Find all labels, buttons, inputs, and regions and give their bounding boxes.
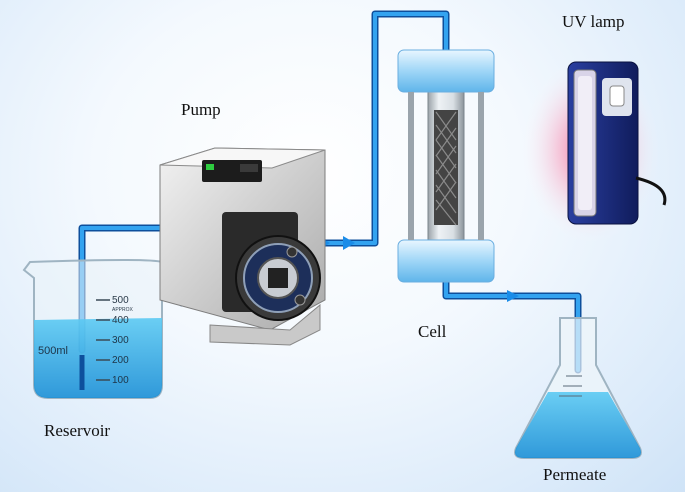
cell-bottom-cap — [397, 239, 495, 283]
flow-arrow-2 — [343, 236, 355, 250]
flow-arrow-3 — [507, 290, 519, 302]
cell-label: Cell — [418, 322, 447, 341]
permeate-label: Permeate — [543, 465, 607, 484]
lamp-strap — [635, 176, 667, 206]
uv-lamp-label: UV lamp — [562, 12, 625, 31]
cell-top-cap — [397, 49, 495, 93]
pump-label: Pump — [181, 100, 221, 119]
peristaltic-pump — [159, 147, 326, 346]
beaker-scale-200: 200 — [112, 355, 129, 366]
beaker-volume-mark: 500ml — [38, 345, 68, 357]
permeate-flask — [514, 317, 642, 459]
beaker-scale-400: 400 — [112, 315, 129, 326]
uv-lamp — [567, 61, 667, 225]
permeate-liquid — [515, 392, 641, 458]
beaker-scale-500: 500 — [112, 295, 129, 306]
beaker-approx: APPROX — [112, 307, 134, 313]
reservoir-beaker — [22, 259, 163, 399]
beaker-scale-100: 100 — [112, 375, 129, 386]
reservoir-liquid — [34, 318, 162, 398]
beaker-scale-300: 300 — [112, 335, 129, 346]
cell-column — [397, 49, 495, 283]
reservoir-label: Reservoir — [44, 421, 111, 440]
